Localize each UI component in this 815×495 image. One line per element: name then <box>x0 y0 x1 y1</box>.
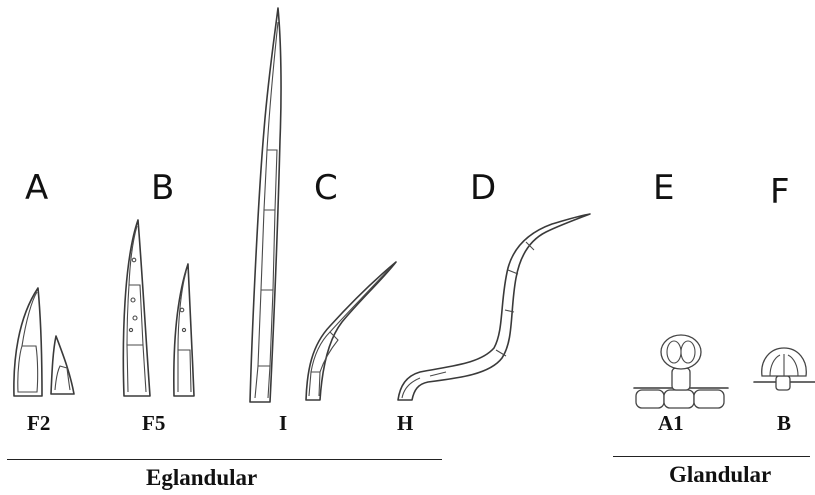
type-label-b: B <box>777 413 791 434</box>
trichome-f5-large <box>123 220 150 396</box>
type-label-h: H <box>397 413 413 434</box>
trichome-f2-small <box>51 336 74 394</box>
panel-label-c: C <box>314 171 338 205</box>
glandular-divider <box>613 456 810 457</box>
type-label-i: I <box>279 413 287 434</box>
type-label-f5: F5 <box>142 413 165 434</box>
type-label-a1: A1 <box>658 413 684 434</box>
panel-label-f: F <box>770 175 790 209</box>
panel-label-a: A <box>25 171 48 205</box>
panel-label-d: D <box>470 171 496 205</box>
trichome-f2-large <box>14 288 42 396</box>
trichome-h-curved <box>306 262 396 400</box>
group-label-glandular: Glandular <box>669 463 771 486</box>
eglandular-divider <box>7 459 442 460</box>
panel-label-e: E <box>653 171 674 205</box>
trichome-f5-small <box>174 264 194 396</box>
group-label-eglandular: Eglandular <box>146 466 257 489</box>
trichome-d-sinuous <box>398 214 590 400</box>
panel-label-b: B <box>151 171 174 205</box>
type-label-f2: F2 <box>27 413 50 434</box>
trichome-i-long <box>250 8 281 402</box>
trichome-b-glandular <box>754 348 815 390</box>
trichome-a1-glandular <box>634 335 728 408</box>
